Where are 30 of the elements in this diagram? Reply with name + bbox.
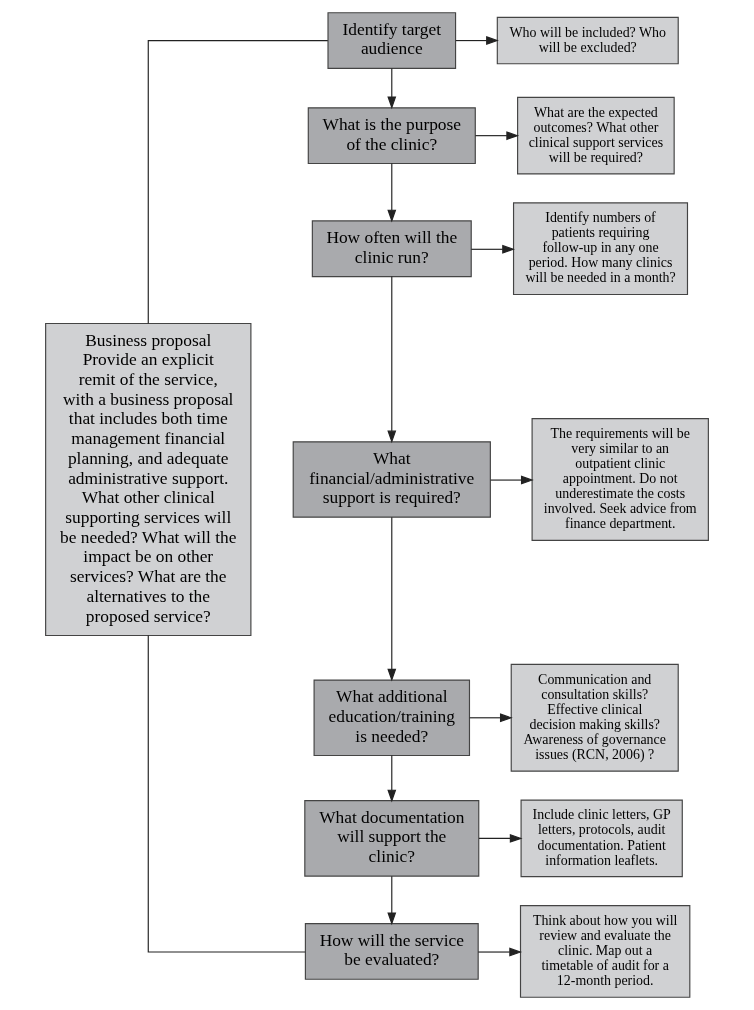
arrow	[478, 833, 523, 843]
arrow	[387, 163, 397, 223]
node-box: What financial/administrative support is required?	[292, 441, 491, 518]
arrow	[387, 68, 397, 110]
node-box: Identify numbers of patients requiring follow-up in any one period. How many clinics will be needed in a month?	[512, 202, 689, 296]
arrow	[474, 131, 520, 141]
node-box: The requirements will be very similar to an outpatient clinic appointment. Do not underestimate the costs involved. Seek advice from finance department.	[531, 418, 709, 541]
connector	[147, 40, 329, 325]
node-box: Who will be included? Who will be excluded?	[496, 16, 679, 65]
node-box: Communication and consultation skills? Effective clinical decision making skills? Awareness of governance issues (RCN, 2006) ?	[510, 663, 679, 772]
node-box: How will the service be evaluated?	[304, 923, 479, 980]
node-box: Include clinic letters, GP letters, protocols, audit documentation. Patient information leaflets.	[520, 799, 683, 878]
arrow	[490, 475, 534, 485]
arrow	[469, 713, 513, 723]
arrow	[477, 947, 523, 957]
connector	[147, 634, 306, 953]
arrow	[470, 244, 515, 254]
arrow	[455, 36, 499, 46]
node-box: Business proposal Provide an explicit remit of the service, with a business proposal that includes both time management financial planning, and adequate administrative support. What other clinical supporting services will be needed? What will the impact be on other services? What are the alternatives to the proposed service?	[45, 322, 252, 637]
node-box: What are the expected outcomes? What other clinical support services will be required?	[517, 96, 675, 175]
node-box: What additional education/training is needed?	[313, 679, 471, 757]
arrow	[387, 516, 397, 682]
node-box: Identify target audience	[327, 12, 457, 69]
node-box: What is the purpose of the clinic?	[307, 107, 476, 165]
node-box: What documentation will support the clinic?	[304, 800, 480, 877]
node-box: Think about how you will review and evaluate the clinic. Map out a timetable of audit for a 12-month period.	[519, 905, 691, 998]
arrow	[387, 275, 397, 444]
arrow	[387, 875, 397, 926]
arrow	[387, 755, 397, 803]
node-box: How often will the clinic run?	[311, 220, 472, 278]
